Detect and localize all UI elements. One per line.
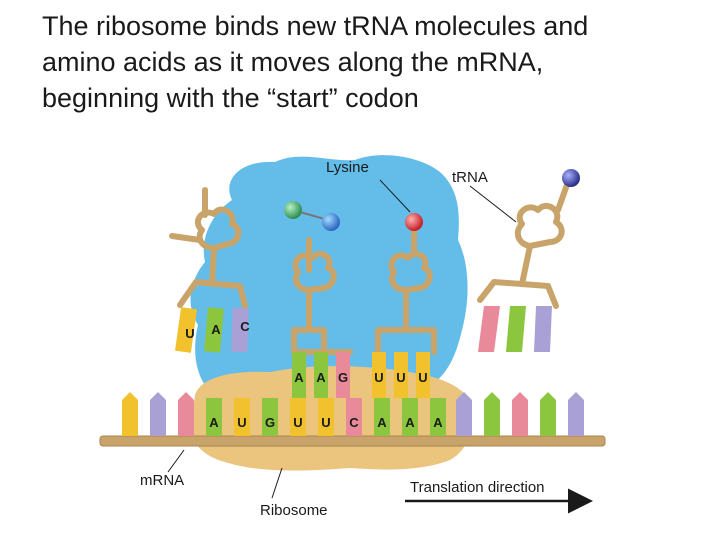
- trna-right-incoming-bases: [478, 306, 552, 352]
- amino-acid-navy: [562, 169, 580, 187]
- codon-letter: U: [293, 415, 302, 430]
- mrna-base: [122, 392, 138, 436]
- anticodon-letter: A: [316, 370, 326, 385]
- label-lysine: Lysine: [326, 159, 369, 176]
- lysine-amino-acid: [405, 213, 423, 231]
- mrna-base: [178, 392, 194, 436]
- mrna-base: [484, 392, 500, 436]
- label-ribosome: Ribosome: [260, 502, 328, 519]
- label-mrna: mRNA: [140, 472, 184, 489]
- codon-letter: A: [209, 415, 219, 430]
- anticodon-letter: G: [338, 370, 348, 385]
- mrna-leader-line: [168, 450, 184, 472]
- codon-letter: A: [433, 415, 443, 430]
- codon-letter: C: [349, 415, 359, 430]
- codon-letter: A: [377, 415, 387, 430]
- anticodon-letter: U: [374, 370, 383, 385]
- anticodon-letter: A: [294, 370, 304, 385]
- codon-letter: U: [237, 415, 246, 430]
- trna-leader-line: [470, 186, 516, 222]
- mrna-backbone: [100, 436, 605, 446]
- mrna-base: [512, 392, 528, 436]
- anticodon-letter: U: [418, 370, 427, 385]
- codon-letter: A: [405, 415, 415, 430]
- ribosome-leader-line: [272, 468, 282, 498]
- mrna-base: [540, 392, 556, 436]
- codon-letter: G: [265, 415, 275, 430]
- mrna-base: [150, 392, 166, 436]
- anticodon-letter: U: [185, 326, 194, 341]
- anticodon-letter: U: [396, 370, 405, 385]
- amino-acid-green: [284, 201, 302, 219]
- codon-letter: U: [321, 415, 330, 430]
- trna-right-incoming: [480, 182, 568, 306]
- label-translation-direction: Translation direction: [410, 479, 545, 496]
- mrna-base: [456, 392, 472, 436]
- amino-acid-blue: [322, 213, 340, 231]
- anticodon-letter: C: [240, 319, 250, 334]
- mrna-base: [568, 392, 584, 436]
- anticodon-letter: A: [211, 322, 221, 337]
- label-trna: tRNA: [452, 169, 488, 186]
